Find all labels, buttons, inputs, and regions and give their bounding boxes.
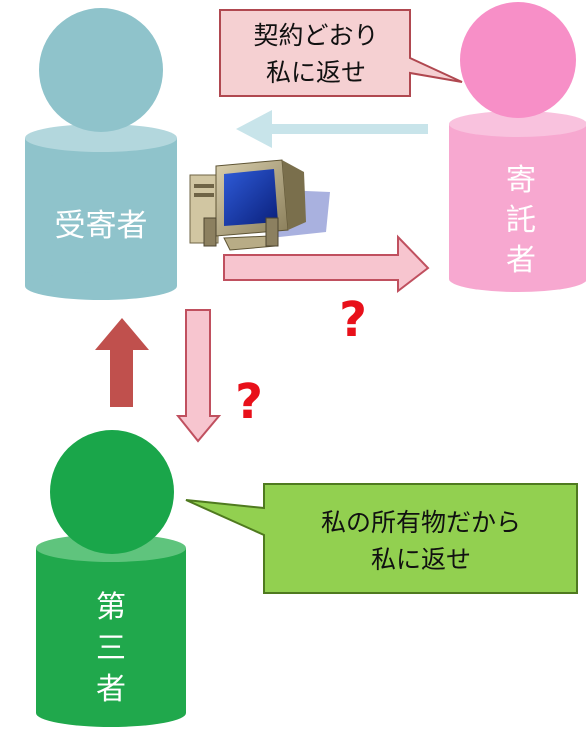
third-party-speech-bubble [185,483,578,594]
third-party-speech-line-2: 私に返せ [371,545,471,574]
question-mark-right: ? [339,292,367,348]
bailor-speech-callout: 契約どおり 私に返せ [219,9,463,97]
trustee-label: 受寄者 [55,208,148,244]
third-party-label-line-2: 三 [96,631,126,666]
bailor-speech-line-1: 契約どおり [253,21,378,50]
trustee-head [39,8,163,132]
third-party-speech-line-1: 私の所有物だから [321,508,521,537]
return-arrow-right [223,234,430,294]
bailor-figure: 寄 託 者 [449,2,586,292]
bailor-label-line-3: 者 [506,243,536,278]
trustee-figure: 受寄者 [25,8,177,300]
demand-arrow-left [236,110,428,148]
trustee-body [25,124,177,300]
desktop-computer-icon [189,159,330,251]
third-party-label-line-3: 者 [96,672,126,707]
return-arrow-down [175,309,222,443]
third-party-figure: 第 三 者 [36,430,186,727]
question-mark-down: ? [235,374,263,430]
third-party-head [50,430,174,554]
claim-arrow-up [95,318,149,407]
bailor-speech-bubble [219,9,463,97]
third-party-speech-callout: 私の所有物だから 私に返せ [185,483,578,594]
bailor-label-line-2: 託 [506,203,536,238]
bailor-label-line-1: 寄 [506,163,536,198]
bailor-body [449,111,586,292]
bailor-speech-line-2: 私に返せ [266,58,366,87]
third-party-label-line-1: 第 [96,590,126,625]
bailor-head [460,2,576,118]
